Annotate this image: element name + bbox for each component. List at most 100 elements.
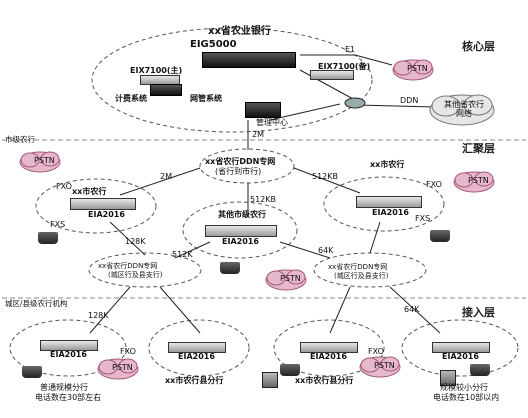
note-left-2: 电话数在30部左右	[35, 393, 102, 402]
city-right-region	[323, 176, 445, 232]
eia-label: EIA2016	[222, 237, 259, 246]
link-64k-mid	[279, 241, 331, 259]
eia-label: EIA2016	[310, 352, 347, 361]
city-left-region	[35, 178, 157, 234]
section-city-label: 市级农行	[5, 135, 35, 144]
bw-2m-left: 2M	[160, 172, 172, 181]
fxo-label: FXO	[426, 180, 442, 189]
billing-label: 计费系统	[115, 94, 147, 103]
layer-aggregation-label: 汇聚层	[462, 142, 495, 155]
link-e1	[300, 54, 393, 66]
link-512k-left	[174, 241, 211, 259]
bw-64k-mid: 64K	[318, 246, 334, 255]
link-router-core	[299, 69, 356, 101]
netmgmt-label: 网管系统	[190, 94, 222, 103]
mgmt-center-label: 管理中心	[256, 118, 288, 127]
pc-icon	[440, 370, 456, 386]
router-icon	[344, 97, 366, 109]
fxo-label: FXO	[56, 182, 72, 191]
note-right-2: 电话数在10部以内	[433, 393, 500, 402]
bw-128k-left: 128K	[125, 237, 146, 246]
section-county-label: 城区/县级农行机构	[5, 299, 68, 308]
phone-icon	[430, 230, 450, 242]
other-city-region	[182, 201, 298, 259]
ddn-label: DDN	[400, 96, 419, 105]
eia-label: EIA2016	[372, 208, 409, 217]
county-right-label: xx市农行县分行	[295, 376, 354, 385]
link-128k-left	[109, 221, 146, 256]
access-right-device	[432, 342, 490, 353]
city-right-device	[356, 196, 422, 208]
layer-access-label: 接入层	[462, 306, 495, 319]
ddn-sub-right-label: xx省农行DDN专网	[328, 263, 388, 271]
link-ddn	[354, 104, 436, 108]
ddn-sub-right-sub-label: (城区行及县支行)	[334, 272, 389, 280]
phone-icon	[220, 262, 240, 274]
pstn-label-right: PSTN	[468, 176, 489, 185]
city-left-label: xx市农行	[72, 187, 107, 196]
note-right-1: 规模较小分行	[440, 383, 488, 392]
link-2m-left	[119, 167, 201, 196]
eia-label: EIA2016	[442, 352, 479, 361]
core-region	[91, 27, 373, 133]
pstn-label-mid: PSTN	[280, 274, 301, 283]
bw-128k-down: 128K	[88, 311, 109, 320]
link-128k-down	[89, 286, 131, 334]
links	[89, 54, 441, 334]
access-mid2-device	[300, 342, 358, 353]
phone-icon	[22, 366, 42, 378]
pstn-label-access-right: PSTN	[374, 361, 395, 370]
pstn-clouds	[19, 59, 495, 380]
phone-icon	[470, 364, 490, 376]
ddn-net-region	[199, 148, 295, 184]
eig5000-device	[202, 52, 296, 68]
pstn-label-core: PSTN	[407, 64, 428, 73]
access-mid2-region	[273, 319, 385, 377]
eix-backup-label: EIX7100(备)	[318, 62, 371, 71]
access-right-region	[401, 319, 519, 377]
access-mid-region	[148, 319, 250, 377]
other-city-device	[205, 225, 277, 237]
county-mid-label: xx市农行县分行	[165, 376, 224, 385]
fxs-label: FXS	[50, 220, 66, 229]
billing-server-icon	[150, 84, 182, 96]
fxo-label: FXO	[120, 347, 136, 356]
link-512k-down	[159, 286, 201, 334]
e1-label: E1	[345, 45, 356, 54]
link-512k-down-right	[329, 286, 351, 334]
ddn-sub-left-region	[88, 252, 202, 288]
note-left-1: 普通规模分行	[40, 383, 88, 392]
pc-icon	[262, 372, 278, 388]
phone-icon	[38, 232, 58, 244]
pstn-label-left: PSTN	[34, 156, 55, 165]
link-64k-down	[389, 286, 441, 334]
eig-label: EIG5000	[190, 39, 237, 50]
fxo-label: FXO	[368, 347, 384, 356]
layer-core-label: 核心层	[462, 40, 495, 53]
city-right-label: xx市农行	[370, 160, 405, 169]
eia-label: EIA2016	[178, 352, 215, 361]
access-left-device	[40, 340, 98, 351]
other-net-label: 其他省农行网络	[444, 100, 484, 118]
link-512kb-right	[293, 167, 361, 194]
other-city-label: 其他市级农行	[218, 210, 266, 219]
mgmt-center-icon	[245, 102, 281, 118]
bw-64k-down: 64K	[404, 305, 420, 314]
link-512k-right	[369, 221, 381, 254]
bw-512kb-mid: 512KB	[250, 195, 277, 204]
phone-icon	[280, 364, 300, 376]
access-mid-device	[168, 342, 226, 353]
eia-label: EIA2016	[50, 350, 87, 359]
link-router-mgmt	[269, 103, 341, 121]
eix-main-label: EIX7100(主)	[130, 66, 183, 75]
access-left-region	[9, 319, 127, 377]
eix-backup-device	[310, 70, 354, 80]
core-bank-title: xx省农业银行	[208, 26, 271, 37]
bw-2m-core: 2M	[252, 130, 264, 139]
ddn-net-sub-label: (省行到市行)	[215, 167, 262, 176]
ddn-net-label: xx省农行DDN专网	[205, 157, 276, 166]
fxs-label: FXS	[415, 214, 431, 223]
city-left-device	[70, 198, 136, 210]
